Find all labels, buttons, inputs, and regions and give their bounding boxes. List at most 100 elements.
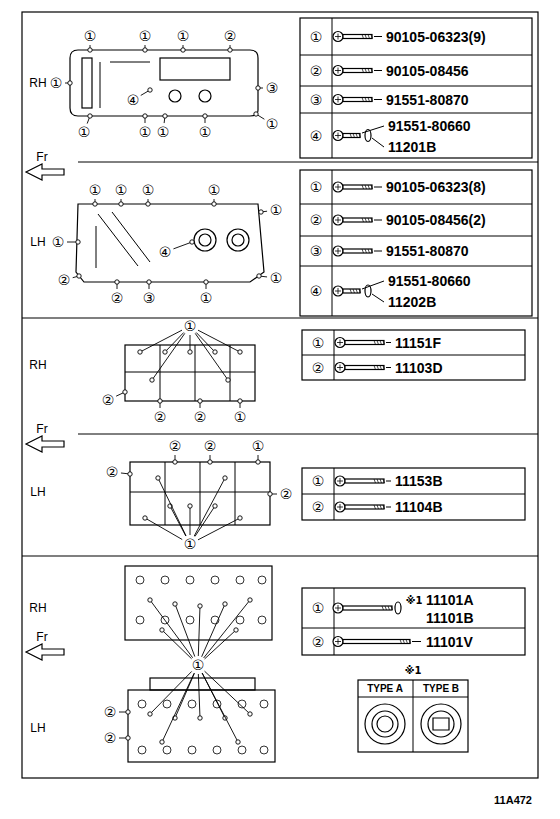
valve-hole xyxy=(186,576,194,584)
bolt-position xyxy=(138,350,142,354)
leader-line xyxy=(205,630,236,659)
valve-hole xyxy=(163,700,171,708)
bolt-position xyxy=(204,280,208,284)
callout-number: ② xyxy=(154,410,167,424)
leader-line xyxy=(198,518,240,540)
callout-number: ① xyxy=(310,180,323,194)
valve-hole xyxy=(136,616,144,624)
bolt-thread xyxy=(365,218,367,222)
callout-number: ① xyxy=(312,474,325,488)
side-label: Fr xyxy=(36,423,47,435)
cover-baffle xyxy=(160,58,230,80)
table-row-line xyxy=(300,266,532,267)
bolt-thread xyxy=(388,606,390,610)
bolt-position xyxy=(203,114,207,118)
bolt-position xyxy=(126,736,130,740)
plug-hole xyxy=(227,229,249,251)
part-number: 11202B xyxy=(388,295,436,309)
bolt-position xyxy=(268,492,272,496)
bolt-position xyxy=(93,202,97,206)
bolt-position xyxy=(223,476,227,480)
callout-number: ② xyxy=(312,635,325,649)
bolt-position xyxy=(198,399,202,403)
callout-number: ① xyxy=(52,235,65,249)
leader-line xyxy=(165,332,184,352)
table-frame xyxy=(302,588,525,655)
bolt-position xyxy=(213,504,217,508)
bolt-head xyxy=(333,182,343,192)
valve-hole xyxy=(138,746,146,754)
part-number: 90105-06323(9) xyxy=(386,30,486,44)
bolt-thread xyxy=(380,341,382,345)
leader-line xyxy=(202,604,225,657)
callout-number: ① xyxy=(184,319,197,333)
bolt-shank xyxy=(343,185,372,189)
valve-hole xyxy=(161,576,169,584)
figure-number: 11A472 xyxy=(494,795,532,806)
leader-line xyxy=(175,673,194,718)
bolt-position xyxy=(228,48,232,52)
bolt-shank xyxy=(343,35,372,39)
cover-detail xyxy=(100,62,150,108)
leader-line xyxy=(195,333,228,380)
leader-line xyxy=(162,673,194,742)
bolt-thread xyxy=(368,35,370,39)
valve-hole xyxy=(211,576,219,584)
bolt-thread xyxy=(362,249,364,253)
bolt-position xyxy=(128,472,132,476)
bolt-socket xyxy=(337,340,343,346)
valve-hole xyxy=(213,746,221,754)
callout-number: ① xyxy=(200,291,213,305)
plug-hole-inner xyxy=(232,234,244,246)
part-number: 11153B xyxy=(395,474,443,488)
part-number: 11101B xyxy=(426,611,474,625)
bolt-position xyxy=(226,378,230,382)
callout-number: ② xyxy=(104,705,117,719)
bolt-socket xyxy=(335,68,341,74)
cam-housing-rh xyxy=(125,345,255,401)
side-label: RH xyxy=(29,359,46,371)
callout-number: ③ xyxy=(143,291,156,305)
bolt-position xyxy=(181,48,185,52)
note-mark: ※1 xyxy=(405,666,422,676)
bolt-position xyxy=(173,460,177,464)
bolt-socket xyxy=(335,217,341,223)
bolt-shank xyxy=(343,249,372,253)
bolt-position xyxy=(238,399,242,403)
bolt-head xyxy=(335,476,345,486)
bolt-thread xyxy=(368,98,370,102)
table-frame xyxy=(302,330,525,380)
bolt-position xyxy=(223,602,227,606)
bolt-type-b-ring xyxy=(428,711,454,737)
valve-hole xyxy=(236,616,244,624)
callout-number: ① xyxy=(177,29,190,43)
leader-line xyxy=(162,630,192,659)
callout-number: ① xyxy=(192,658,205,672)
part-number: 90105-08456(2) xyxy=(386,213,486,227)
callout-number: ① xyxy=(270,203,283,217)
leader-line xyxy=(386,342,391,343)
callout-number: ② xyxy=(58,273,71,287)
table-frame xyxy=(300,18,532,158)
bolt-thread xyxy=(353,134,355,138)
bolt-thread xyxy=(368,69,370,73)
leader-line xyxy=(198,674,200,718)
bolt-thread xyxy=(374,366,376,370)
front-arrow xyxy=(26,164,64,180)
callout-number: ③ xyxy=(266,81,279,95)
leader-line xyxy=(205,671,250,714)
callout-number: ③ xyxy=(310,244,323,258)
bolt-thread xyxy=(383,366,385,370)
bolt-shank xyxy=(343,218,372,222)
leader-line xyxy=(386,367,391,368)
table-frame xyxy=(302,468,525,520)
bolt-thread xyxy=(400,640,402,644)
callout-number: ② xyxy=(194,410,207,424)
callout-number: ② xyxy=(111,291,124,305)
leader-line xyxy=(173,242,192,249)
bolt-thread xyxy=(409,640,411,644)
bolt-thread xyxy=(377,479,379,483)
table-frame xyxy=(300,170,532,316)
part-number: 91551-80660 xyxy=(388,119,471,133)
